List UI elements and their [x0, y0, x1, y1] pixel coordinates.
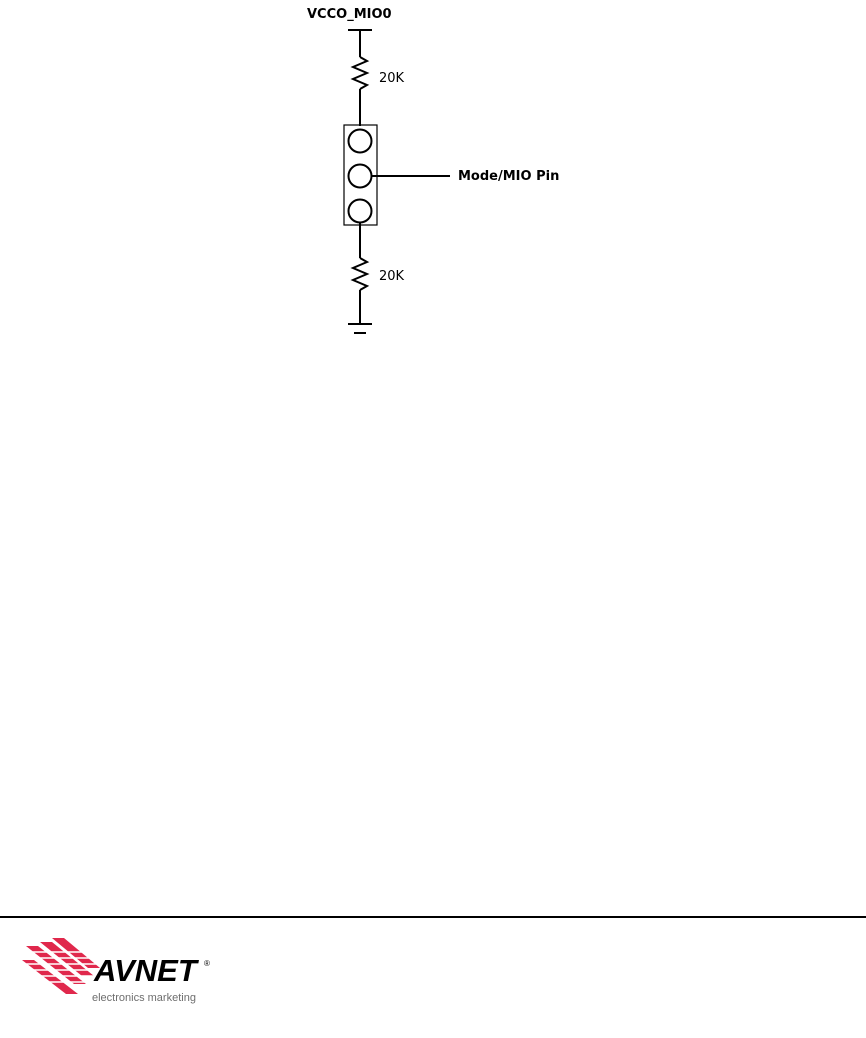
resistor-top	[350, 56, 370, 90]
avnet-logo-mark	[22, 938, 100, 994]
supply-label: VCCO_MIO0	[307, 7, 392, 22]
registered-mark: ®	[204, 959, 210, 968]
jumper-pin-2	[347, 163, 373, 189]
resistor-bottom	[350, 257, 370, 291]
jumper-pin-3	[347, 198, 373, 224]
avnet-logo: AVNET ® electronics marketing	[22, 938, 210, 1004]
footer-divider	[0, 916, 866, 918]
jumper-pin-1	[347, 128, 373, 154]
signal-label: Mode/MIO Pin	[458, 169, 559, 184]
avnet-wordmark: AVNET	[93, 953, 200, 988]
resistor-top-value: 20K	[379, 71, 405, 86]
jumper-schematic: VCCO_MIO0 20K Mode/MIO Pin 20K	[307, 7, 559, 334]
resistor-bottom-value: 20K	[379, 269, 405, 284]
avnet-tagline: electronics marketing	[92, 992, 196, 1004]
